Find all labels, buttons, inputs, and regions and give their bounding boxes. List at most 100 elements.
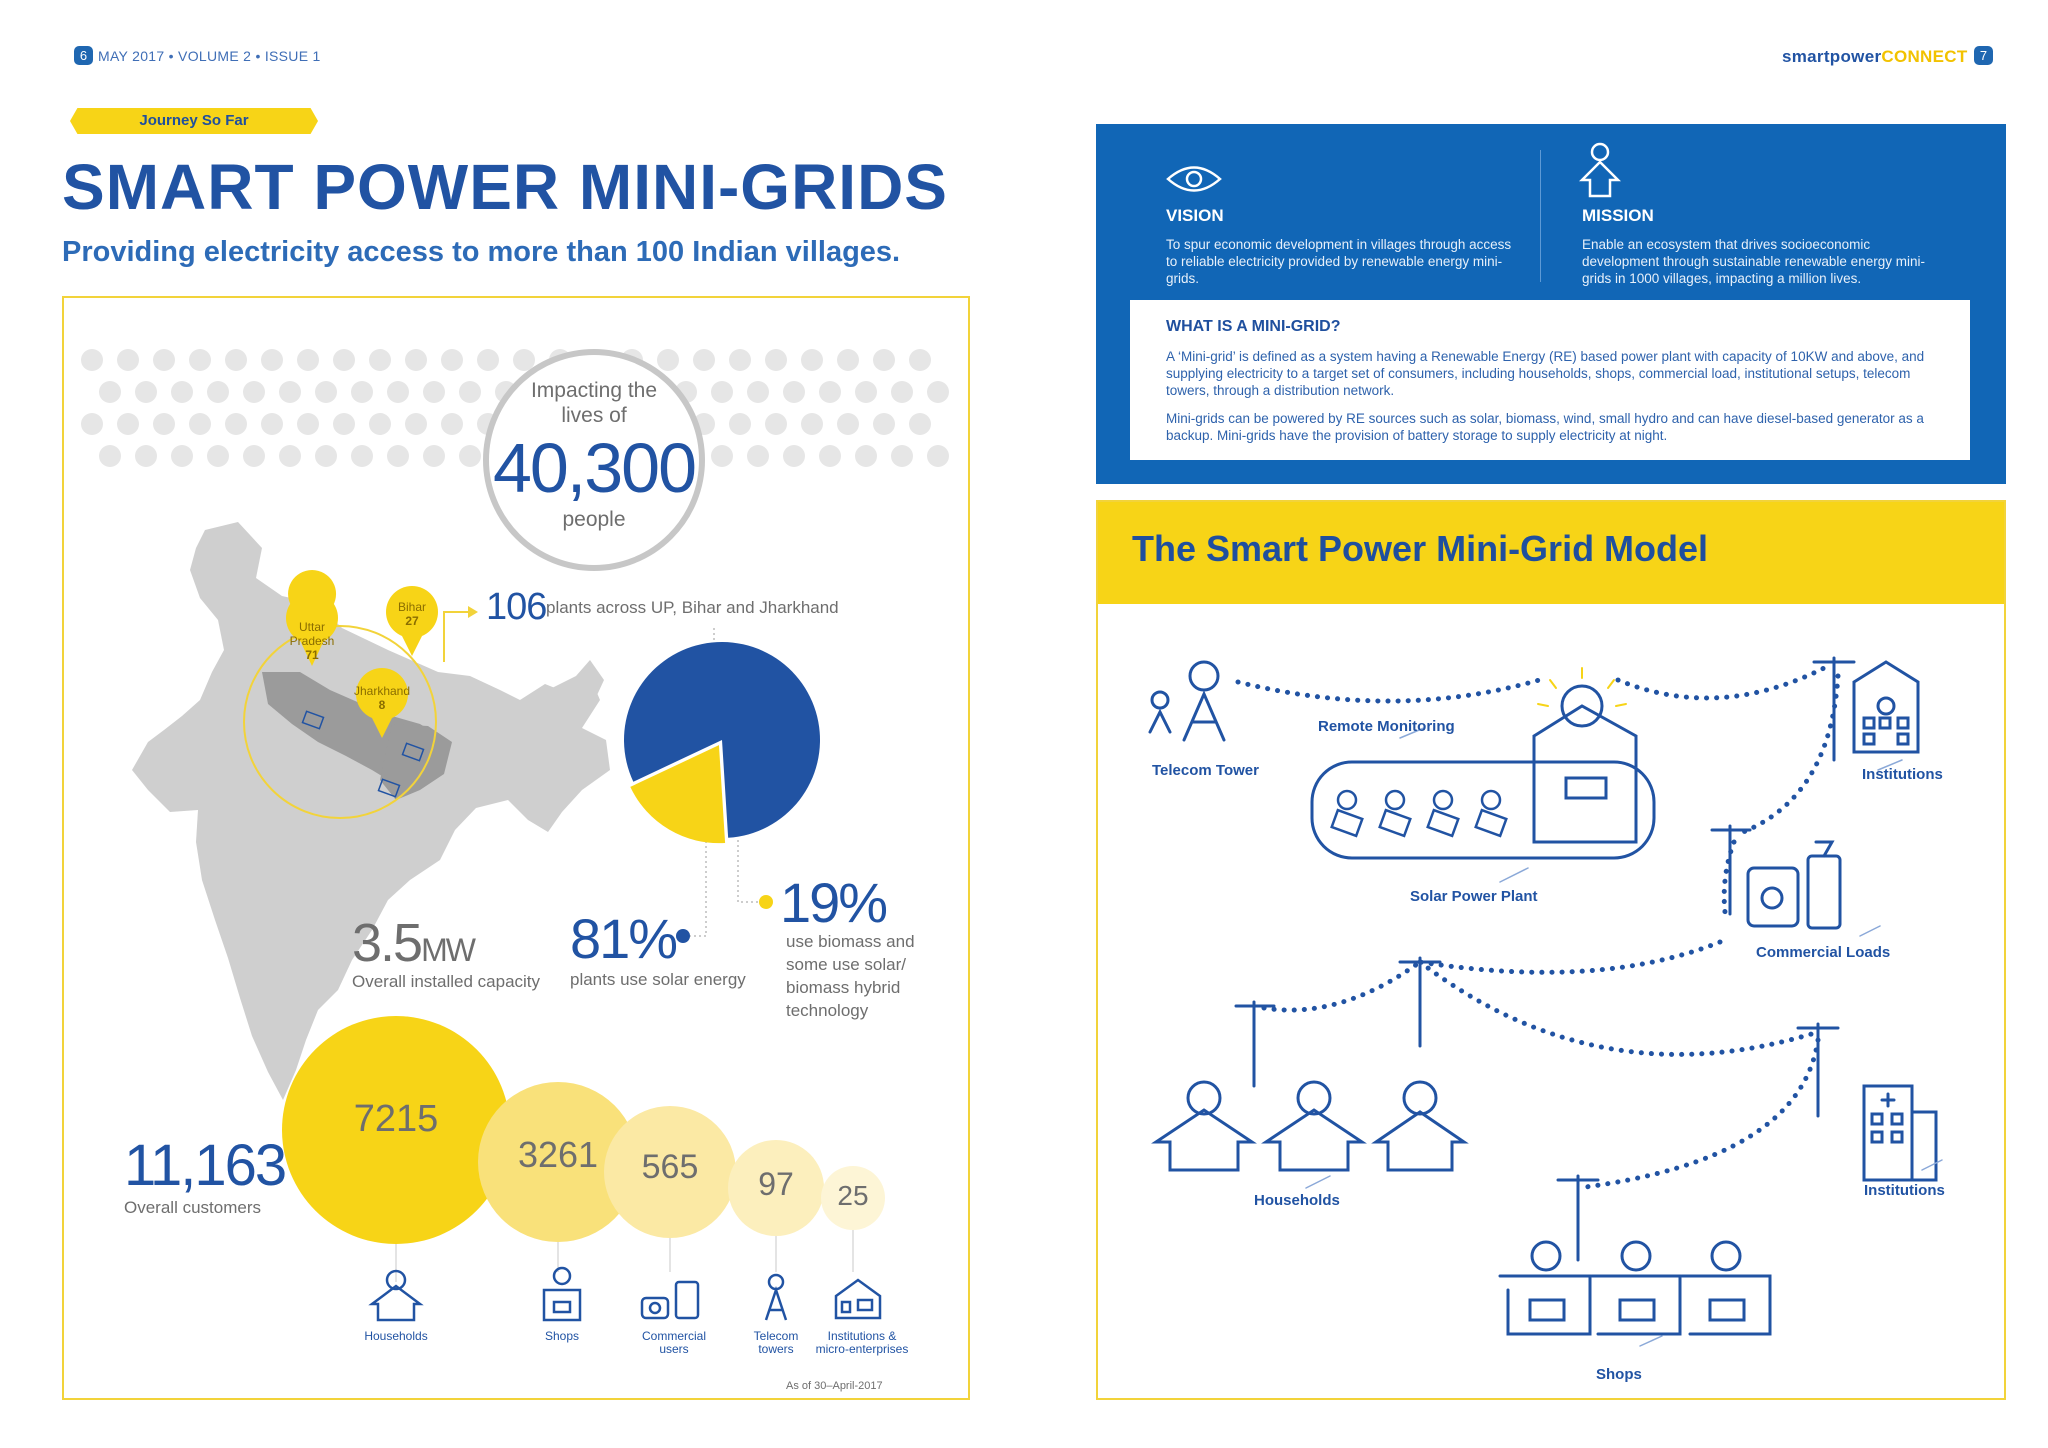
what-is-minigrid-title: WHAT IS A MINI-GRID? <box>1166 318 1341 335</box>
crowd-dot <box>117 413 139 435</box>
crowd-dot <box>333 413 355 435</box>
crowd-dot <box>909 413 931 435</box>
households-diagram-icon <box>1151 1080 1469 1172</box>
crowd-dot <box>261 349 283 371</box>
crowd-dot <box>225 349 247 371</box>
telecom-label-l1: Telecom <box>753 1329 799 1343</box>
bubble-households-value: 7215 <box>353 1098 439 1140</box>
crowd-dot <box>423 381 445 403</box>
bubble-institutions-value: 25 <box>837 1180 869 1211</box>
eye-icon <box>1166 166 1222 192</box>
state-pin-up <box>286 570 338 666</box>
crowd-dot <box>441 349 463 371</box>
customers-number: 11,163 <box>124 1133 287 1198</box>
states-ring <box>243 625 437 819</box>
infographic-frame <box>62 296 970 1400</box>
crowd-dot <box>279 381 301 403</box>
crowd-dot <box>171 381 193 403</box>
vision-title: VISION <box>1166 206 1224 225</box>
crowd-dot <box>729 349 751 371</box>
vision-text: To spur economic development in villages… <box>1166 237 1512 286</box>
telecom-tower-icon <box>764 1273 788 1321</box>
label-telecom-tower: Telecom Tower <box>1152 762 1259 779</box>
northeast-map <box>520 660 604 732</box>
crowd-dot <box>315 381 337 403</box>
crowd-dot <box>369 413 391 435</box>
distribution-lines <box>1235 663 1841 1191</box>
institutions-bottom-icon <box>1862 1084 1938 1182</box>
label-commercial-loads: Commercial Loads <box>1756 944 1891 961</box>
institutions-label: Institutions &micro-enterprises <box>806 1330 918 1356</box>
capacity-unit: MW <box>421 932 476 968</box>
label-institutions-bottom: Institutions <box>1864 1182 1945 1199</box>
institutions-icon <box>834 1278 882 1320</box>
issue-line: MAY 2017 • VOLUME 2 • ISSUE 1 <box>98 48 321 64</box>
crowd-dot <box>513 349 535 371</box>
crowd-dot <box>117 349 139 371</box>
crowd-dot <box>891 381 913 403</box>
biomass-text-l4: technology <box>786 1001 869 1020</box>
solar-text: plants use solar energy <box>570 970 746 989</box>
india-map <box>132 522 610 1100</box>
crowd-dot <box>207 445 229 467</box>
crowd-dot <box>369 349 391 371</box>
solar-percent: 81% <box>570 907 678 970</box>
shops-diagram-icon <box>1498 1240 1772 1336</box>
brand-logo: smartpowerCONNECT <box>1782 47 1968 67</box>
institutions-label-l1: Institutions & <box>827 1329 897 1343</box>
crowd-dot <box>99 445 121 467</box>
label-institutions-top: Institutions <box>1862 766 1943 783</box>
crowd-dot <box>765 349 787 371</box>
shops-label: Shops <box>512 1330 612 1343</box>
crowd-dot <box>153 413 175 435</box>
state-pin-jharkhand <box>356 668 408 738</box>
households-label-text: Households <box>364 1329 428 1343</box>
crowd-dot <box>873 413 895 435</box>
capacity-text: Overall installed capacity <box>352 972 541 991</box>
label-solar-power-plant: Solar Power Plant <box>1410 888 1538 905</box>
crowd-dot <box>747 445 769 467</box>
shops-label-text: Shops <box>544 1329 580 1343</box>
bubble-shops-value: 3261 <box>517 1134 599 1175</box>
capacity-number: 3.5MW <box>352 912 476 974</box>
impact-circle <box>483 349 705 571</box>
crowd-dot <box>477 349 499 371</box>
crowd-dot <box>99 381 121 403</box>
impact-number: 40,300 <box>492 429 697 507</box>
crowd-dot <box>405 413 427 435</box>
right-page-number: 7 <box>1974 46 1993 65</box>
mission-text: Enable an ecosystem that drives socioeco… <box>1582 237 1925 286</box>
crowd-dot <box>801 349 823 371</box>
biomass-text-l1: use biomass and <box>786 932 915 951</box>
crowd-dot <box>711 381 733 403</box>
crowd-dot <box>423 445 445 467</box>
crowd-dot <box>315 445 337 467</box>
crowd-dot <box>135 445 157 467</box>
journey-tag: Journey So Far <box>70 108 318 134</box>
what-is-minigrid-box <box>1130 300 1970 460</box>
mission-title: MISSION <box>1582 206 1654 225</box>
pie-slice-solar <box>624 642 820 838</box>
biomass-text: use biomass and some use solar/ biomass … <box>786 930 915 1022</box>
crowd-dot <box>243 381 265 403</box>
customer-bubbles <box>282 1016 885 1244</box>
shops-icon <box>542 1266 582 1322</box>
crowd-dot <box>207 381 229 403</box>
model-header-band <box>1098 502 2004 604</box>
impact-line2: lives of <box>561 404 627 427</box>
utility-poles <box>1234 656 1856 1262</box>
what-is-minigrid-p2: Mini-grids can be powered by RE sources … <box>1166 411 1924 443</box>
crowd-dot <box>693 349 715 371</box>
institutions-label-l2: micro-enterprises <box>815 1342 909 1356</box>
crowd-dot <box>765 413 787 435</box>
model-frame <box>1096 500 2006 1400</box>
crowd-dot <box>225 413 247 435</box>
bubble-commercial-value: 565 <box>641 1148 699 1186</box>
crowd-dot <box>261 413 283 435</box>
crowd-dot <box>135 381 157 403</box>
commercial-label-l1: Commercial <box>641 1329 706 1343</box>
